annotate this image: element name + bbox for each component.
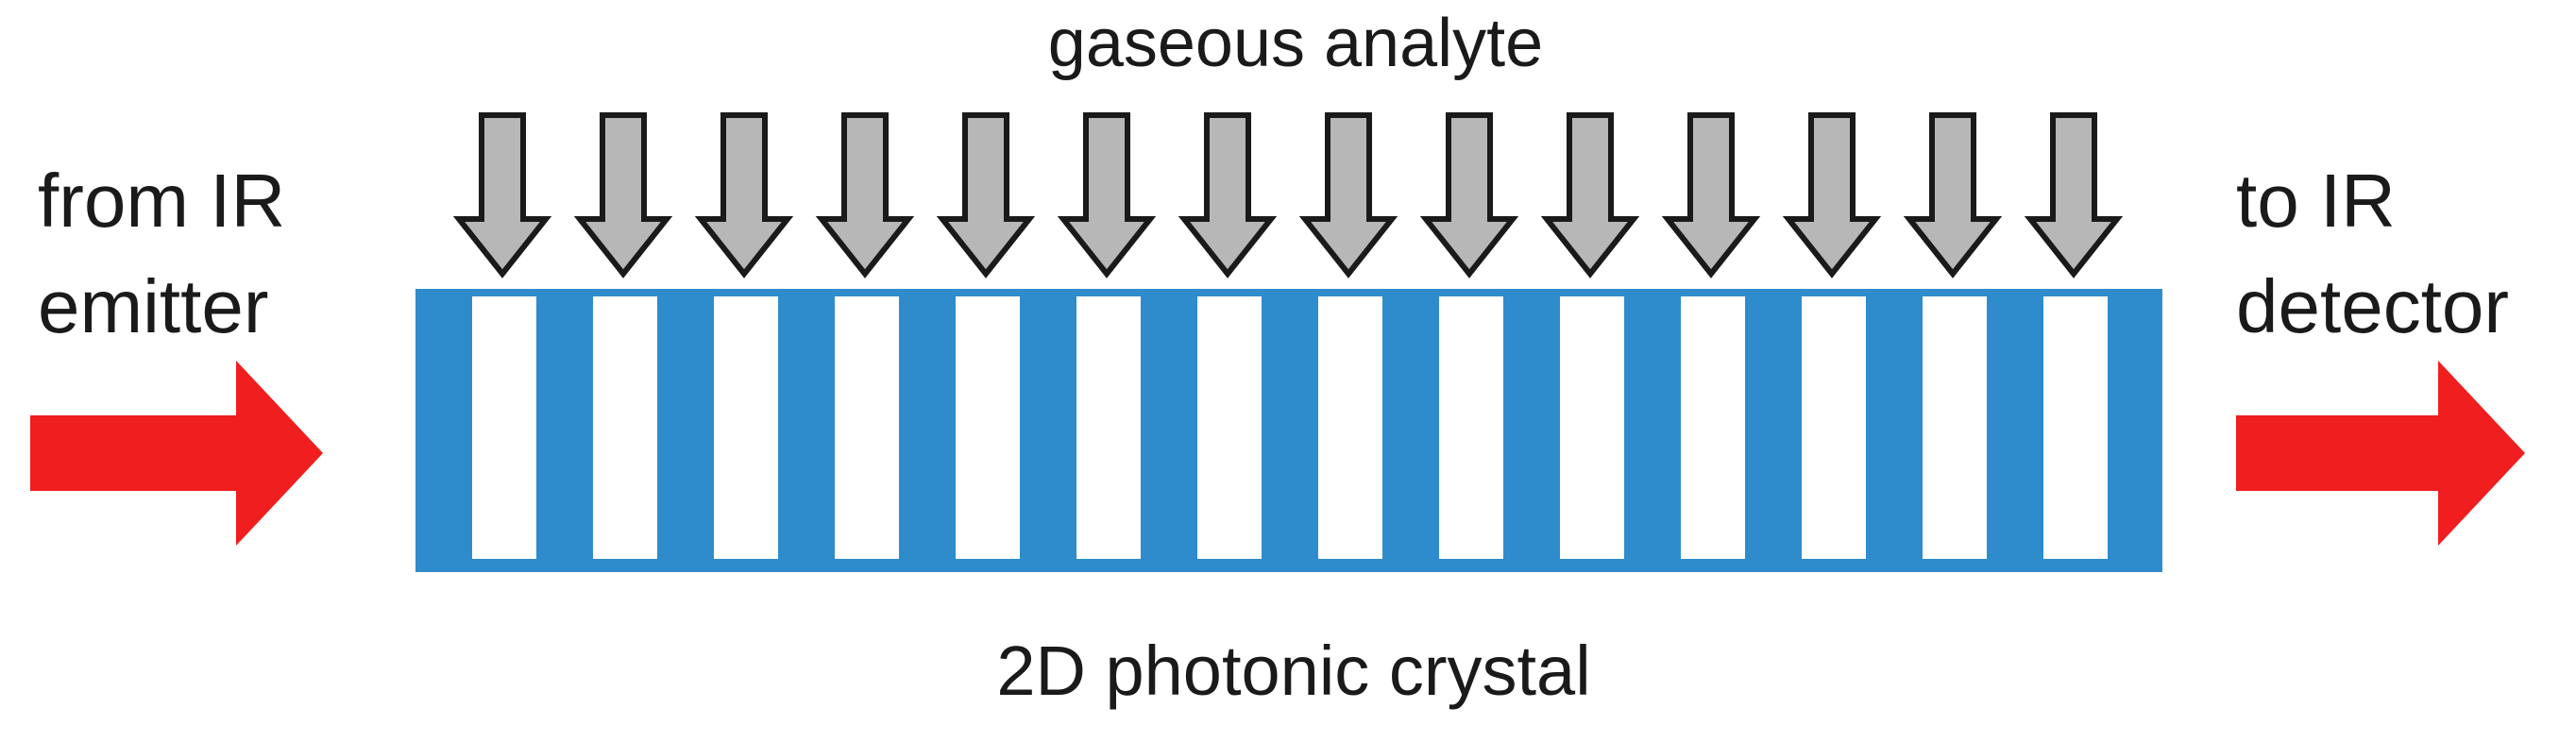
crystal-slot [1802,296,1866,559]
analyte-down-arrow [573,112,673,278]
crystal-air-slots [472,296,2108,559]
crystal-slot [1076,296,1141,559]
analyte-down-arrow [694,112,794,278]
analyte-down-arrow [2024,112,2124,278]
crystal-slot [714,296,778,559]
crystal-slot [472,296,536,559]
crystal-slot [2043,296,2108,559]
analyte-down-arrow [1540,112,1640,278]
analyte-down-arrow [1903,112,2003,278]
photonic-crystal-label: 2D photonic crystal [996,632,1590,710]
incoming-ir-arrow [30,361,323,546]
analyte-down-arrow [452,112,552,278]
crystal-slot [1318,296,1382,559]
analyte-down-arrow [1178,112,1278,278]
analyte-arrows [452,112,2124,278]
analyte-down-arrow [1057,112,1157,278]
from-ir-emitter-label-line2: emitter [38,264,269,348]
to-ir-detector-label-line1: to IR [2236,159,2396,243]
analyte-down-arrow [1298,112,1398,278]
crystal-slot [593,296,657,559]
crystal-slot [956,296,1020,559]
photonic-crystal-slab [415,289,2162,572]
analyte-down-arrow [1782,112,1882,278]
outgoing-ir-arrow [2236,361,2525,546]
crystal-slot [1439,296,1503,559]
from-ir-emitter-label-line1: from IR [38,159,285,243]
analyte-down-arrow [936,112,1036,278]
crystal-slot [1560,296,1624,559]
crystal-slot [1197,296,1262,559]
crystal-slot [1923,296,1987,559]
analyte-down-arrow [1661,112,1761,278]
gaseous-analyte-label: gaseous analyte [1048,6,1543,81]
to-ir-detector-label-line2: detector [2236,264,2509,348]
crystal-slot [835,296,899,559]
analyte-down-arrow [1419,112,1519,278]
analyte-down-arrow [815,112,915,278]
crystal-slot [1681,296,1745,559]
